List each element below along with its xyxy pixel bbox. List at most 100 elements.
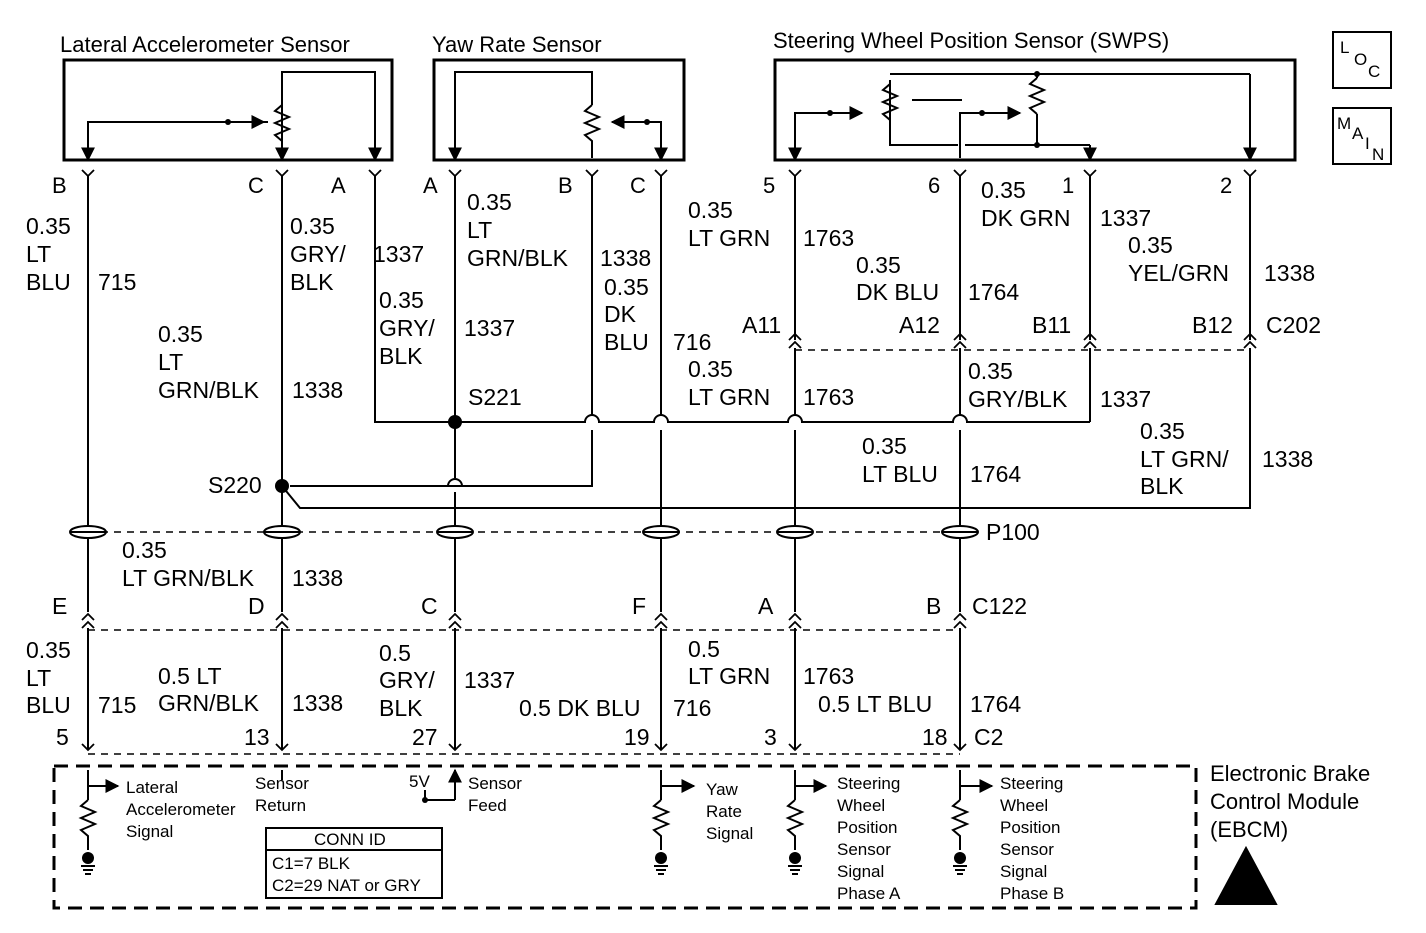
conn-id-line: C2=29 NAT or GRY: [272, 876, 421, 895]
esd-icon: [1214, 845, 1278, 905]
wire-circuit: 716: [673, 329, 711, 355]
wire-size: 0.5 DK BLU: [519, 695, 640, 721]
wire-size: 0.35: [981, 177, 1026, 203]
wire-color: LT GRN: [688, 663, 770, 689]
ebcm-5v-label: 5V: [409, 772, 430, 791]
ebcm-box: [52, 764, 1198, 910]
pin-label: B: [558, 173, 573, 198]
wire-circuit: 716: [673, 695, 711, 721]
wire-color: LT GRN: [688, 384, 770, 410]
pin-label: B: [52, 173, 67, 198]
pin-label: A: [331, 173, 346, 198]
ebcm-phase-a-label: Phase A: [837, 884, 901, 903]
wire-color: BLU: [26, 269, 71, 295]
c2-pin: 19: [624, 724, 650, 750]
wire-color: LT BLU: [862, 461, 938, 487]
wire-size: 0.35: [26, 637, 71, 663]
wire-size: 0.35: [290, 213, 335, 239]
wire-color: BLK: [379, 343, 423, 369]
splice-s221: [448, 415, 462, 429]
c202-pin: A12: [899, 312, 940, 338]
wire-color: LT: [26, 665, 51, 691]
c122-pin: A: [758, 593, 774, 619]
ebcm-phase-b-label: Wheel: [1000, 796, 1048, 815]
wire-circuit: 1338: [1264, 260, 1315, 286]
wire-color: LT: [467, 217, 492, 243]
ebcm-lateral-label: Lateral: [126, 778, 178, 797]
wire-color: YEL/GRN: [1128, 260, 1229, 286]
wire-circuit: 715: [98, 269, 136, 295]
ebcm-lateral-label: Signal: [126, 822, 173, 841]
wire-color: LT: [26, 241, 51, 267]
ebcm-sensor-return-label: Sensor: [255, 774, 309, 793]
main-badge: [1332, 107, 1392, 165]
wire-size: 0.5 LT: [158, 663, 222, 689]
conn-id-box: [265, 827, 443, 899]
ebcm-lateral-label: Accelerometer: [126, 800, 236, 819]
ebcm-title: (EBCM): [1210, 817, 1288, 842]
loc-badge-c: C: [1368, 62, 1380, 81]
p100-label: P100: [986, 519, 1040, 545]
ebcm-phase-a-label: Position: [837, 818, 897, 837]
wire-circuit: 1337: [464, 315, 515, 341]
pin-label: C: [248, 173, 264, 198]
s221-label: S221: [468, 384, 522, 410]
s220-label: S220: [208, 472, 262, 498]
ebcm-phase-b-label: Position: [1000, 818, 1060, 837]
wire-color: GRY/: [290, 241, 346, 267]
ebcm-sensor-return-label: Return: [255, 796, 306, 815]
main-badge-a: A: [1352, 124, 1364, 143]
wire-circuit: 1764: [968, 279, 1019, 305]
c2-pin: 27: [412, 724, 438, 750]
wire-size: 0.5: [688, 636, 720, 662]
wire-size: 0.35: [379, 287, 424, 313]
ebcm-phase-a-label: Signal: [837, 862, 884, 881]
c2-pin: 5: [56, 724, 69, 750]
wire-color: BLU: [26, 692, 71, 718]
ebcm-sensor-feed-label: Feed: [468, 796, 507, 815]
wire-color: GRY/: [379, 315, 435, 341]
ebcm-phase-b-label: Signal: [1000, 862, 1047, 881]
ebcm-phase-a-label: Sensor: [837, 840, 891, 859]
wire-size: 0.35: [688, 356, 733, 382]
c202-pin: B12: [1192, 312, 1233, 338]
c2-pin: 13: [244, 724, 270, 750]
pin-label: 5: [763, 173, 775, 198]
wire-color: GRN/BLK: [158, 377, 260, 403]
wire-size: 0.35: [604, 274, 649, 300]
ebcm-phase-b-label: Phase B: [1000, 884, 1064, 903]
wire-color: DK BLU: [856, 279, 939, 305]
wire-circuit: 1763: [803, 663, 854, 689]
ebcm-sensor-feed-label: Sensor: [468, 774, 522, 793]
swps-title: Steering Wheel Position Sensor (SWPS): [773, 28, 1169, 53]
wire-size: 0.35: [1128, 232, 1173, 258]
lateral-sensor-box: [62, 58, 394, 162]
ebcm-phase-b-label: Steering: [1000, 774, 1063, 793]
ebcm-yaw-label: Yaw: [706, 780, 739, 799]
splice-s220: [275, 479, 289, 493]
wire-size: 0.35: [122, 537, 167, 563]
c2-label: C2: [974, 724, 1003, 750]
wire-size: 0.35: [688, 197, 733, 223]
ebcm-title: Electronic Brake: [1210, 761, 1370, 786]
wire-size: 0.5: [379, 640, 411, 666]
wire-circuit: 1337: [1100, 386, 1151, 412]
wire-circuit: 1338: [600, 245, 651, 271]
c122-pin: B: [926, 593, 941, 619]
wire-color: BLK: [379, 695, 423, 721]
wire-color: LT GRN: [688, 225, 770, 251]
wire-circuit: 715: [98, 692, 136, 718]
c2-pin: 3: [764, 724, 777, 750]
wire-circuit: 1338: [292, 565, 343, 591]
loc-badge-o: O: [1354, 50, 1367, 69]
conn-id-line: C1=7 BLK: [272, 854, 351, 873]
wire-color: GRY/: [379, 667, 435, 693]
lateral-sensor-title: Lateral Accelerometer Sensor: [60, 32, 350, 57]
ebcm-phase-a-label: Wheel: [837, 796, 885, 815]
c122-pin: D: [248, 593, 265, 619]
c202-pin: A11: [742, 312, 781, 338]
yaw-sensor-title: Yaw Rate Sensor: [432, 32, 602, 57]
wire-color: LT: [158, 349, 183, 375]
c2-pin: 18: [922, 724, 948, 750]
c202-label: C202: [1266, 312, 1321, 338]
